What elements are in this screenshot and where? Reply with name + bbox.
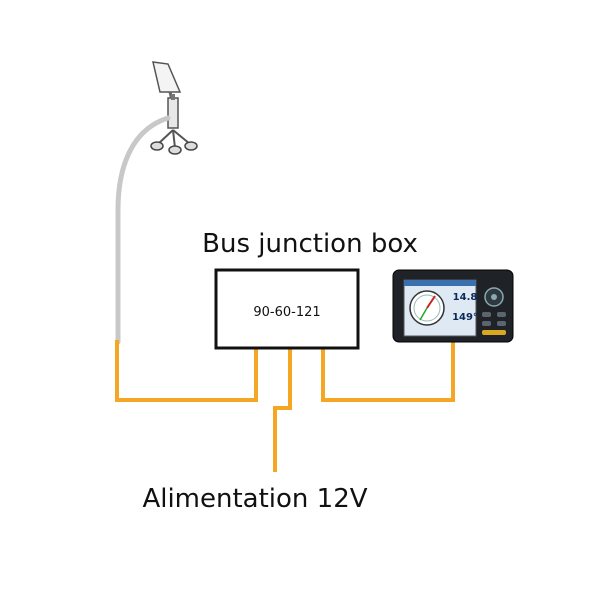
power-cable xyxy=(273,346,292,472)
display-wind-speed: 14.8 xyxy=(453,292,478,303)
mast-cable xyxy=(115,115,171,345)
marine-display-icon: 14.8 149° xyxy=(392,269,514,343)
junction-box-title: Bus junction box xyxy=(202,229,418,259)
wind-vane-anemometer-icon xyxy=(150,61,198,155)
power-label: Alimentation 12V xyxy=(142,484,367,514)
display-bus-cable xyxy=(321,340,455,402)
junction-box xyxy=(214,268,360,350)
sensor-bus-cable xyxy=(115,340,258,402)
junction-box-code: 90-60-121 xyxy=(253,305,320,320)
display-heading: 149° xyxy=(452,312,478,323)
